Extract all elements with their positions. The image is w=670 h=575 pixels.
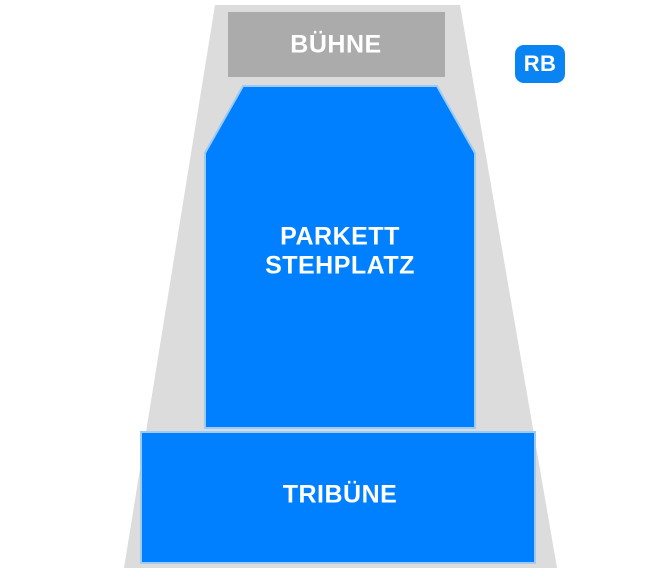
rb-badge-label: RB xyxy=(524,51,556,76)
tribuene-shape[interactable] xyxy=(140,431,536,564)
stage-shape[interactable] xyxy=(228,12,445,77)
section-tribuene[interactable]: TRIBÜNE xyxy=(140,431,536,564)
parkett-stehplatz-shape[interactable] xyxy=(204,85,476,429)
rb-badge[interactable]: RB xyxy=(515,45,565,83)
rb-badge-shape[interactable] xyxy=(515,45,565,83)
section-parkett-stehplatz[interactable]: PARKETT STEHPLATZ xyxy=(204,85,476,429)
stage-buehne[interactable]: BÜHNE xyxy=(228,12,445,77)
